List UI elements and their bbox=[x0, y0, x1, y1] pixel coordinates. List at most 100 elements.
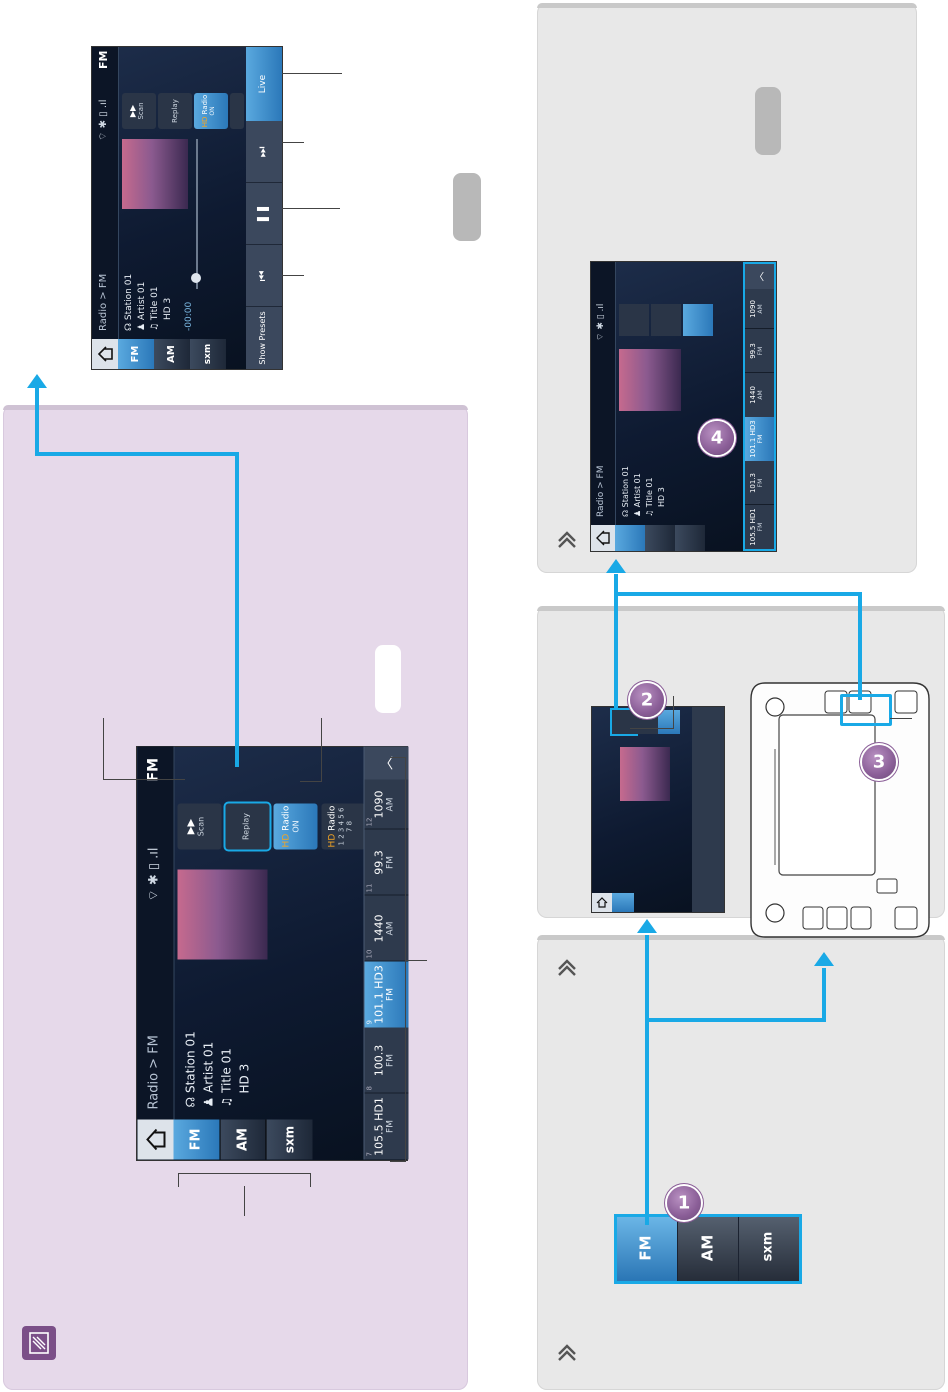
step-number-4: 4 bbox=[700, 421, 734, 455]
home-button[interactable] bbox=[92, 339, 118, 369]
replay-header: Radio > FM ⌔ ✱ ▯ .ıl FM bbox=[92, 47, 119, 369]
callout-line bbox=[103, 779, 185, 780]
hd-channel-button[interactable] bbox=[230, 93, 244, 129]
step1-panel bbox=[537, 935, 945, 1390]
scan-button[interactable]: ▶▶Scan bbox=[177, 803, 222, 850]
callout-line bbox=[300, 781, 322, 782]
artist-label: ♟ Artist 01 bbox=[137, 281, 147, 331]
replay-progress-bar[interactable] bbox=[196, 139, 198, 289]
band-button-fm[interactable]: FM bbox=[617, 1217, 677, 1281]
status-icons: ⌔ ✱ ▯ .ıl bbox=[98, 99, 109, 141]
skip-back-button[interactable]: ⏮ bbox=[246, 244, 282, 307]
replay-button[interactable]: Replay bbox=[158, 93, 192, 129]
step2-screen bbox=[592, 707, 724, 912]
callout-line bbox=[282, 208, 340, 209]
bracket-bottom bbox=[244, 1186, 245, 1216]
band-tab-sxm[interactable]: sxm bbox=[265, 1119, 313, 1160]
label-placeholder bbox=[375, 645, 401, 713]
arrow-head-up bbox=[27, 374, 47, 388]
band-button-am[interactable]: AM bbox=[678, 1217, 738, 1281]
flow-arrow bbox=[235, 454, 239, 767]
home-button[interactable] bbox=[592, 893, 612, 912]
callout-line bbox=[630, 728, 674, 729]
replay-screen: Radio > FM ⌔ ✱ ▯ .ıl FM FM AM sxm ☊ Stat… bbox=[92, 47, 282, 369]
flow-arrow bbox=[614, 592, 862, 596]
skip-forward-button[interactable]: ⏭ bbox=[246, 120, 282, 183]
flow-arrow bbox=[822, 968, 826, 1022]
bracket-right bbox=[405, 960, 427, 961]
station-label: ☊ Station 01 bbox=[621, 466, 630, 517]
band-tab-am[interactable]: AM bbox=[219, 1119, 267, 1160]
replay-button[interactable] bbox=[651, 304, 681, 336]
seek-buttons-highlight[interactable] bbox=[840, 694, 892, 726]
band-tab-fm[interactable] bbox=[615, 525, 645, 551]
section-icon bbox=[22, 1326, 56, 1360]
label-placeholder bbox=[453, 173, 481, 241]
replay-progress-knob[interactable] bbox=[191, 273, 201, 283]
band-tab-fm[interactable]: FM bbox=[118, 339, 154, 369]
callout-line bbox=[103, 718, 104, 780]
band-tab-fm[interactable]: FM bbox=[173, 1119, 220, 1160]
live-button[interactable]: Live bbox=[246, 47, 282, 121]
preset-scroll-up[interactable]: ︿ bbox=[745, 264, 774, 289]
chevron-icon bbox=[556, 1340, 578, 1362]
band-button-sxm[interactable]: sxm bbox=[739, 1217, 799, 1281]
scan-button[interactable] bbox=[619, 304, 649, 336]
home-button[interactable] bbox=[137, 1119, 174, 1160]
skip-forward-icon: ⏭ bbox=[255, 146, 269, 158]
hd-radio-button[interactable] bbox=[658, 710, 680, 734]
pause-icon: ❚❚ bbox=[255, 203, 269, 225]
show-presets-button[interactable]: Show Presets bbox=[246, 306, 282, 369]
preset-scroll-up[interactable]: ︿ bbox=[364, 746, 409, 780]
band-tab-fm[interactable] bbox=[612, 893, 634, 912]
step-number-2: 2 bbox=[630, 683, 664, 717]
status-icons: ⌔ ✱ ▯ .ıl bbox=[146, 847, 162, 902]
scan-button[interactable]: ▶▶Scan bbox=[122, 93, 156, 129]
pause-button[interactable]: ❚❚ bbox=[246, 182, 282, 245]
band-tab-am[interactable]: AM bbox=[154, 339, 190, 369]
scan-button[interactable] bbox=[612, 710, 636, 734]
chevron-up-icon: ︿ bbox=[379, 756, 396, 770]
title-label: ♫ Title 01 bbox=[219, 1048, 234, 1108]
bracket-right bbox=[390, 757, 405, 758]
callout-line bbox=[890, 718, 912, 719]
band-tab-am[interactable] bbox=[645, 525, 675, 551]
step1-band-buttons: FM AM sxm bbox=[614, 1214, 802, 1284]
band-tab-sxm[interactable]: sxm bbox=[190, 339, 226, 369]
scan-icon: ▶▶ bbox=[128, 104, 137, 118]
album-art bbox=[619, 349, 681, 411]
replay-button[interactable]: Replay bbox=[225, 803, 270, 850]
flow-arrow bbox=[645, 935, 649, 1225]
station-label: ☊ Station 01 bbox=[124, 273, 134, 331]
artist-label: ♟ Artist 01 bbox=[633, 473, 642, 517]
bracket-bottom bbox=[310, 1173, 311, 1187]
arrow-head-up bbox=[606, 559, 626, 573]
flow-arrow bbox=[858, 592, 862, 700]
chevron-icon bbox=[556, 527, 578, 549]
step-number-1: 1 bbox=[667, 1186, 701, 1220]
bracket-right bbox=[390, 1161, 405, 1162]
album-art bbox=[620, 747, 670, 801]
home-button[interactable] bbox=[591, 525, 615, 551]
station-label: ☊ Station 01 bbox=[183, 1031, 198, 1108]
chevron-up-icon: ︿ bbox=[755, 271, 766, 282]
band-tab-sxm[interactable] bbox=[675, 525, 705, 551]
hd-radio-button[interactable] bbox=[683, 304, 713, 336]
